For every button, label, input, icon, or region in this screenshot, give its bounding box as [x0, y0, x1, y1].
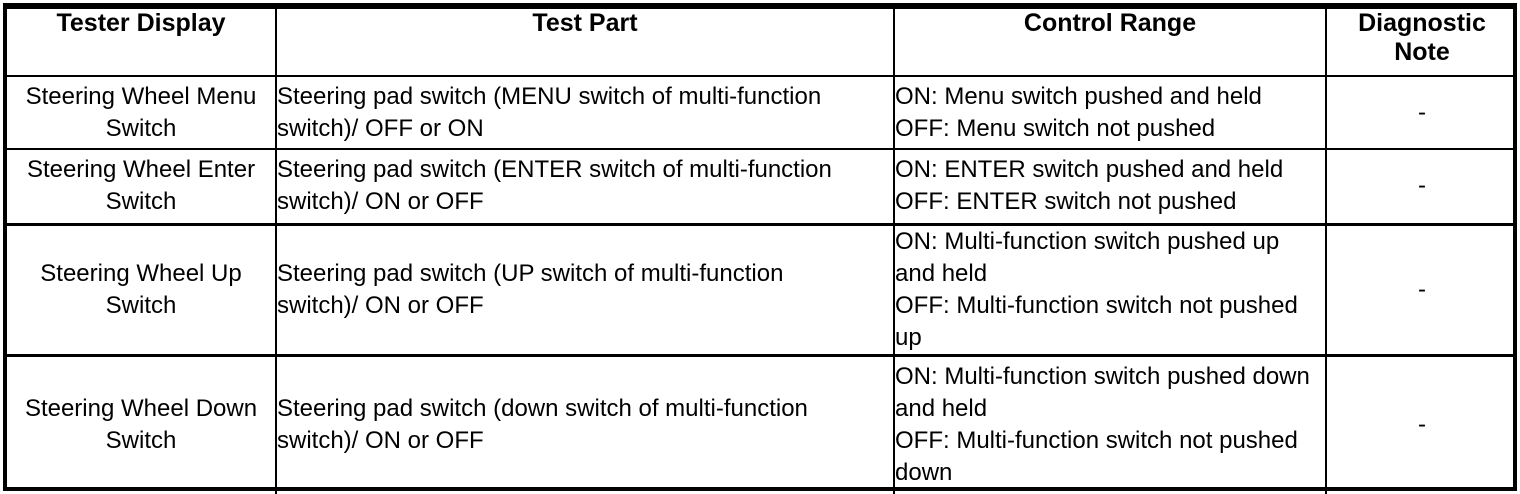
- table-row: Steering Wheel Down Switch Steering pad …: [7, 354, 1517, 494]
- cell-control-range: ON: ENTER switch pushed and held OFF: EN…: [893, 148, 1327, 226]
- test-part-line-1: Steering pad switch (ENTER switch of mul…: [277, 156, 832, 184]
- tester-diagnostic-table: Tester Display Test Part Control Range D…: [7, 7, 1517, 494]
- cell-test-part: Steering pad switch (down switch of mult…: [275, 354, 895, 494]
- test-part-line-2: switch)/ ON or OFF: [277, 188, 484, 216]
- cell-diagnostic-note: -: [1325, 75, 1517, 150]
- cell-control-range: ON: Multi-function switch pushed up and …: [893, 223, 1327, 357]
- column-header-diagnostic-note: Diagnostic Note: [1325, 7, 1517, 77]
- diagnostic-note-header-line-2: Note: [1394, 38, 1450, 66]
- table-row: Steering Wheel Up Switch Steering pad sw…: [7, 223, 1517, 357]
- test-part-line-2: switch)/ ON or OFF: [277, 427, 484, 455]
- column-header-test-part: Test Part: [275, 7, 895, 77]
- test-part-line-1: Steering pad switch (down switch of mult…: [277, 395, 808, 423]
- control-range-on: ON: Multi-function switch pushed up and …: [895, 227, 1280, 287]
- cell-tester-display: Steering Wheel Up Switch: [7, 223, 277, 357]
- diagnostic-table-container: Tester Display Test Part Control Range D…: [3, 3, 1517, 494]
- control-range-off: OFF: Multi-function switch not pushed do…: [895, 427, 1298, 487]
- control-range-on: ON: ENTER switch pushed and held: [895, 156, 1284, 184]
- control-range-off: OFF: ENTER switch not pushed: [895, 188, 1237, 216]
- cell-tester-display: Steering Wheel Down Switch: [7, 354, 277, 494]
- control-range-on: ON: Multi-function switch pushed down an…: [895, 363, 1310, 423]
- table-row: Steering Wheel Menu Switch Steering pad …: [7, 75, 1517, 150]
- table-body: Steering Wheel Menu Switch Steering pad …: [7, 75, 1517, 494]
- table-header: Tester Display Test Part Control Range D…: [7, 7, 1517, 77]
- test-part-line-2: switch)/ ON or OFF: [277, 291, 484, 319]
- cell-diagnostic-note: -: [1325, 223, 1517, 357]
- header-row: Tester Display Test Part Control Range D…: [7, 7, 1517, 77]
- control-range-off: OFF: Multi-function switch not pushed up: [895, 291, 1298, 351]
- control-range-off: OFF: Menu switch not pushed: [895, 114, 1216, 142]
- cell-tester-display: Steering Wheel Enter Switch: [7, 148, 277, 226]
- cell-test-part: Steering pad switch (ENTER switch of mul…: [275, 148, 895, 226]
- test-part-line-2: switch)/ OFF or ON: [277, 114, 484, 142]
- cell-tester-display: Steering Wheel Menu Switch: [7, 75, 277, 150]
- column-header-tester-display: Tester Display: [7, 7, 277, 77]
- cell-control-range: ON: Multi-function switch pushed down an…: [893, 354, 1327, 494]
- cell-test-part: Steering pad switch (UP switch of multi-…: [275, 223, 895, 357]
- cell-diagnostic-note: -: [1325, 148, 1517, 226]
- control-range-on: ON: Menu switch pushed and held: [895, 82, 1262, 110]
- table-row: Steering Wheel Enter Switch Steering pad…: [7, 148, 1517, 226]
- test-part-line-1: Steering pad switch (UP switch of multi-…: [277, 259, 784, 287]
- cell-diagnostic-note: -: [1325, 354, 1517, 494]
- column-header-control-range: Control Range: [893, 7, 1327, 77]
- diagnostic-note-header-line-1: Diagnostic: [1358, 9, 1486, 37]
- cell-test-part: Steering pad switch (MENU switch of mult…: [275, 75, 895, 150]
- test-part-line-1: Steering pad switch (MENU switch of mult…: [277, 82, 822, 110]
- cell-control-range: ON: Menu switch pushed and held OFF: Men…: [893, 75, 1327, 150]
